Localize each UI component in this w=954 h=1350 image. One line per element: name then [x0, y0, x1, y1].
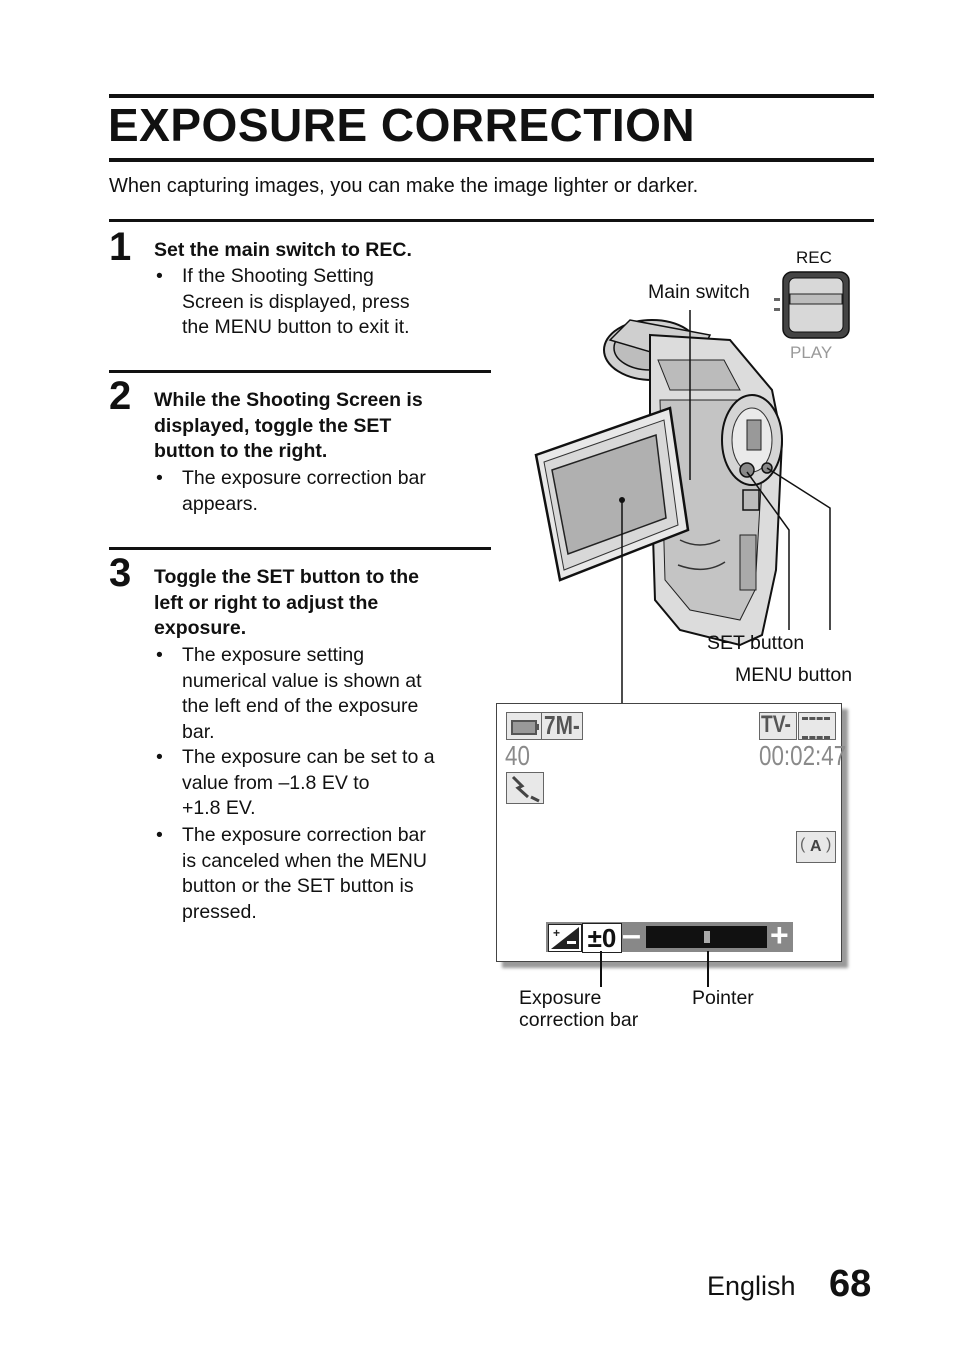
intro-text: When capturing images, you can make the … [109, 175, 699, 197]
set-button-label: SET button [707, 632, 805, 654]
quality-icon: TV-SHQ [759, 712, 797, 740]
exposure-plus: + [770, 917, 789, 953]
resolution-icon: 7M-S [541, 712, 583, 740]
page-title: EXPOSURE CORRECTION [108, 99, 696, 151]
main-switch-graphic [774, 271, 850, 339]
exposure-scale [646, 926, 767, 948]
film-icon [798, 712, 836, 740]
exposure-minus: – [622, 916, 641, 954]
footer-language: English [707, 1271, 796, 1301]
lcd-shooting-screen: 7M-S TV-SHQ 40 00:02:47 A ( ) + ±0 – + [496, 703, 846, 962]
recording-time: 00:02:47 [759, 740, 847, 771]
step-3-number: 3 [109, 551, 132, 595]
step-1-number: 1 [109, 225, 132, 269]
exposure-value: ±0 [582, 923, 622, 953]
menu-button-label: MENU button [735, 664, 853, 686]
exposure-bar-leader [600, 951, 602, 987]
pointer-leader [707, 951, 709, 987]
side-switch [742, 489, 760, 511]
svg-text:+: + [553, 926, 560, 940]
title-top-rule [109, 94, 874, 98]
set-button-leader [746, 471, 790, 630]
switch-rec-label: REC [796, 248, 832, 267]
title-bottom-rule [109, 158, 874, 162]
page-number: 68 [829, 1263, 872, 1305]
set-button-knob [739, 462, 755, 478]
exposure-icon: + [548, 924, 582, 952]
switch-play-label: PLAY [790, 343, 833, 362]
flash-off-icon [506, 772, 544, 804]
main-switch-label: Main switch [648, 281, 750, 303]
step-1-heading: Set the main switch to REC. [154, 239, 412, 261]
step-2-rule [109, 370, 491, 373]
steps-top-rule [109, 219, 874, 222]
step-3-rule [109, 547, 491, 550]
exposure-correction-bar: + ±0 – + [546, 916, 793, 954]
pointer-label: Pointer [692, 987, 754, 1009]
camera-illustration [534, 310, 831, 703]
exposure-pointer [704, 931, 710, 943]
battery-icon [506, 712, 542, 740]
flip-screen [534, 406, 690, 582]
stabilizer-icon: A ( ) [796, 831, 836, 863]
menu-button-leader [766, 467, 831, 630]
step-2-number: 2 [109, 374, 132, 418]
remaining-shots: 40 [505, 740, 530, 771]
